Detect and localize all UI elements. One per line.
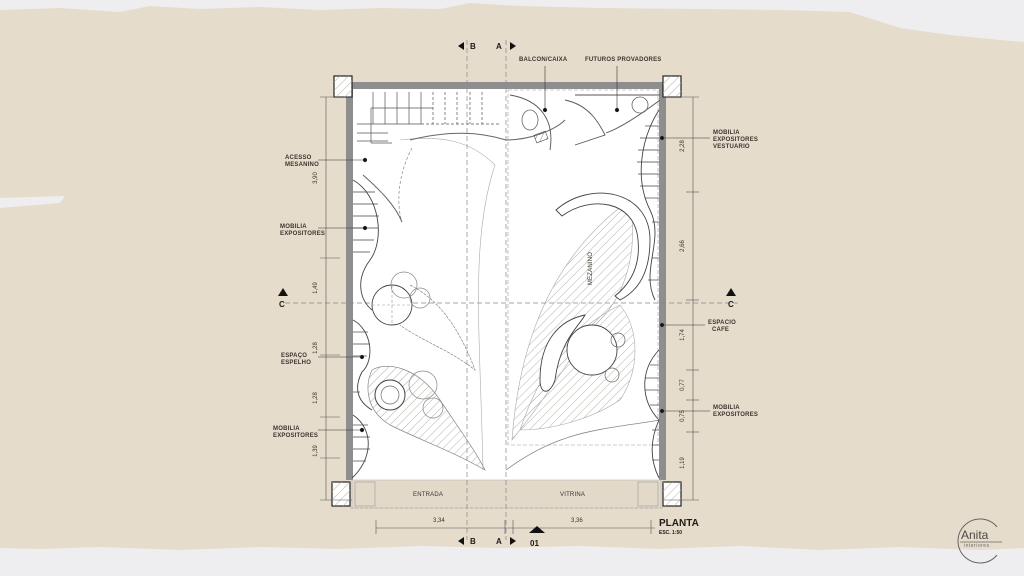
label-entrada: ENTRADA: [413, 492, 444, 498]
right-shelving: [637, 109, 660, 479]
label-balcon-caixa: BALCON/CAIXA: [519, 57, 568, 63]
column-bottom-left: [331, 481, 351, 507]
dimension-lines: [320, 96, 699, 534]
left-wall: [346, 88, 353, 480]
dim-right-4: 0,77: [679, 379, 686, 391]
column-top-right: [662, 75, 682, 98]
drawing-number: 01: [530, 539, 539, 548]
dim-right-1: 2,28: [679, 140, 686, 152]
column-bottom-right: [662, 481, 682, 507]
section-a-top: A: [496, 42, 502, 51]
label-vitrina: VITRINA: [560, 492, 586, 498]
logo-circle-icon: [957, 518, 1002, 564]
logo-name: Anita: [961, 528, 989, 542]
section-b-top: B: [470, 42, 476, 51]
column-top-left: [333, 75, 353, 98]
staircase: [357, 92, 500, 144]
dim-bottom-2: 3,36: [571, 518, 583, 524]
section-c-left: C: [279, 300, 285, 309]
section-b-bottom: B: [470, 537, 476, 546]
plan-title: PLANTA: [659, 518, 699, 529]
section-a-bottom: A: [496, 537, 502, 546]
section-c-right: C: [728, 300, 734, 309]
leader-lines: [318, 66, 710, 433]
logo-subtitle: interiores: [964, 543, 990, 549]
dim-right-2: 2,66: [679, 240, 686, 252]
label-mezanino: MEZANINO: [588, 251, 595, 286]
dim-left-5: 1,39: [312, 445, 319, 457]
label-futuros-provadores: FUTUROS PROVADORES: [585, 57, 662, 63]
dim-bottom-1: 3,34: [433, 518, 445, 524]
right-wall: [659, 88, 666, 480]
dim-right-3: 1,74: [679, 329, 686, 341]
dim-left-4: 1,28: [312, 392, 319, 404]
dim-right-6: 1,19: [679, 457, 686, 469]
plan-scale: ESC. 1:50: [659, 530, 683, 536]
dim-left-3: 1,28: [312, 342, 319, 354]
section-markers: [278, 42, 736, 545]
dim-left-1: 3,90: [312, 172, 319, 184]
dim-left-2: 1,49: [312, 282, 319, 294]
dim-right-5: 0,75: [679, 410, 686, 422]
top-wall: [346, 82, 667, 89]
